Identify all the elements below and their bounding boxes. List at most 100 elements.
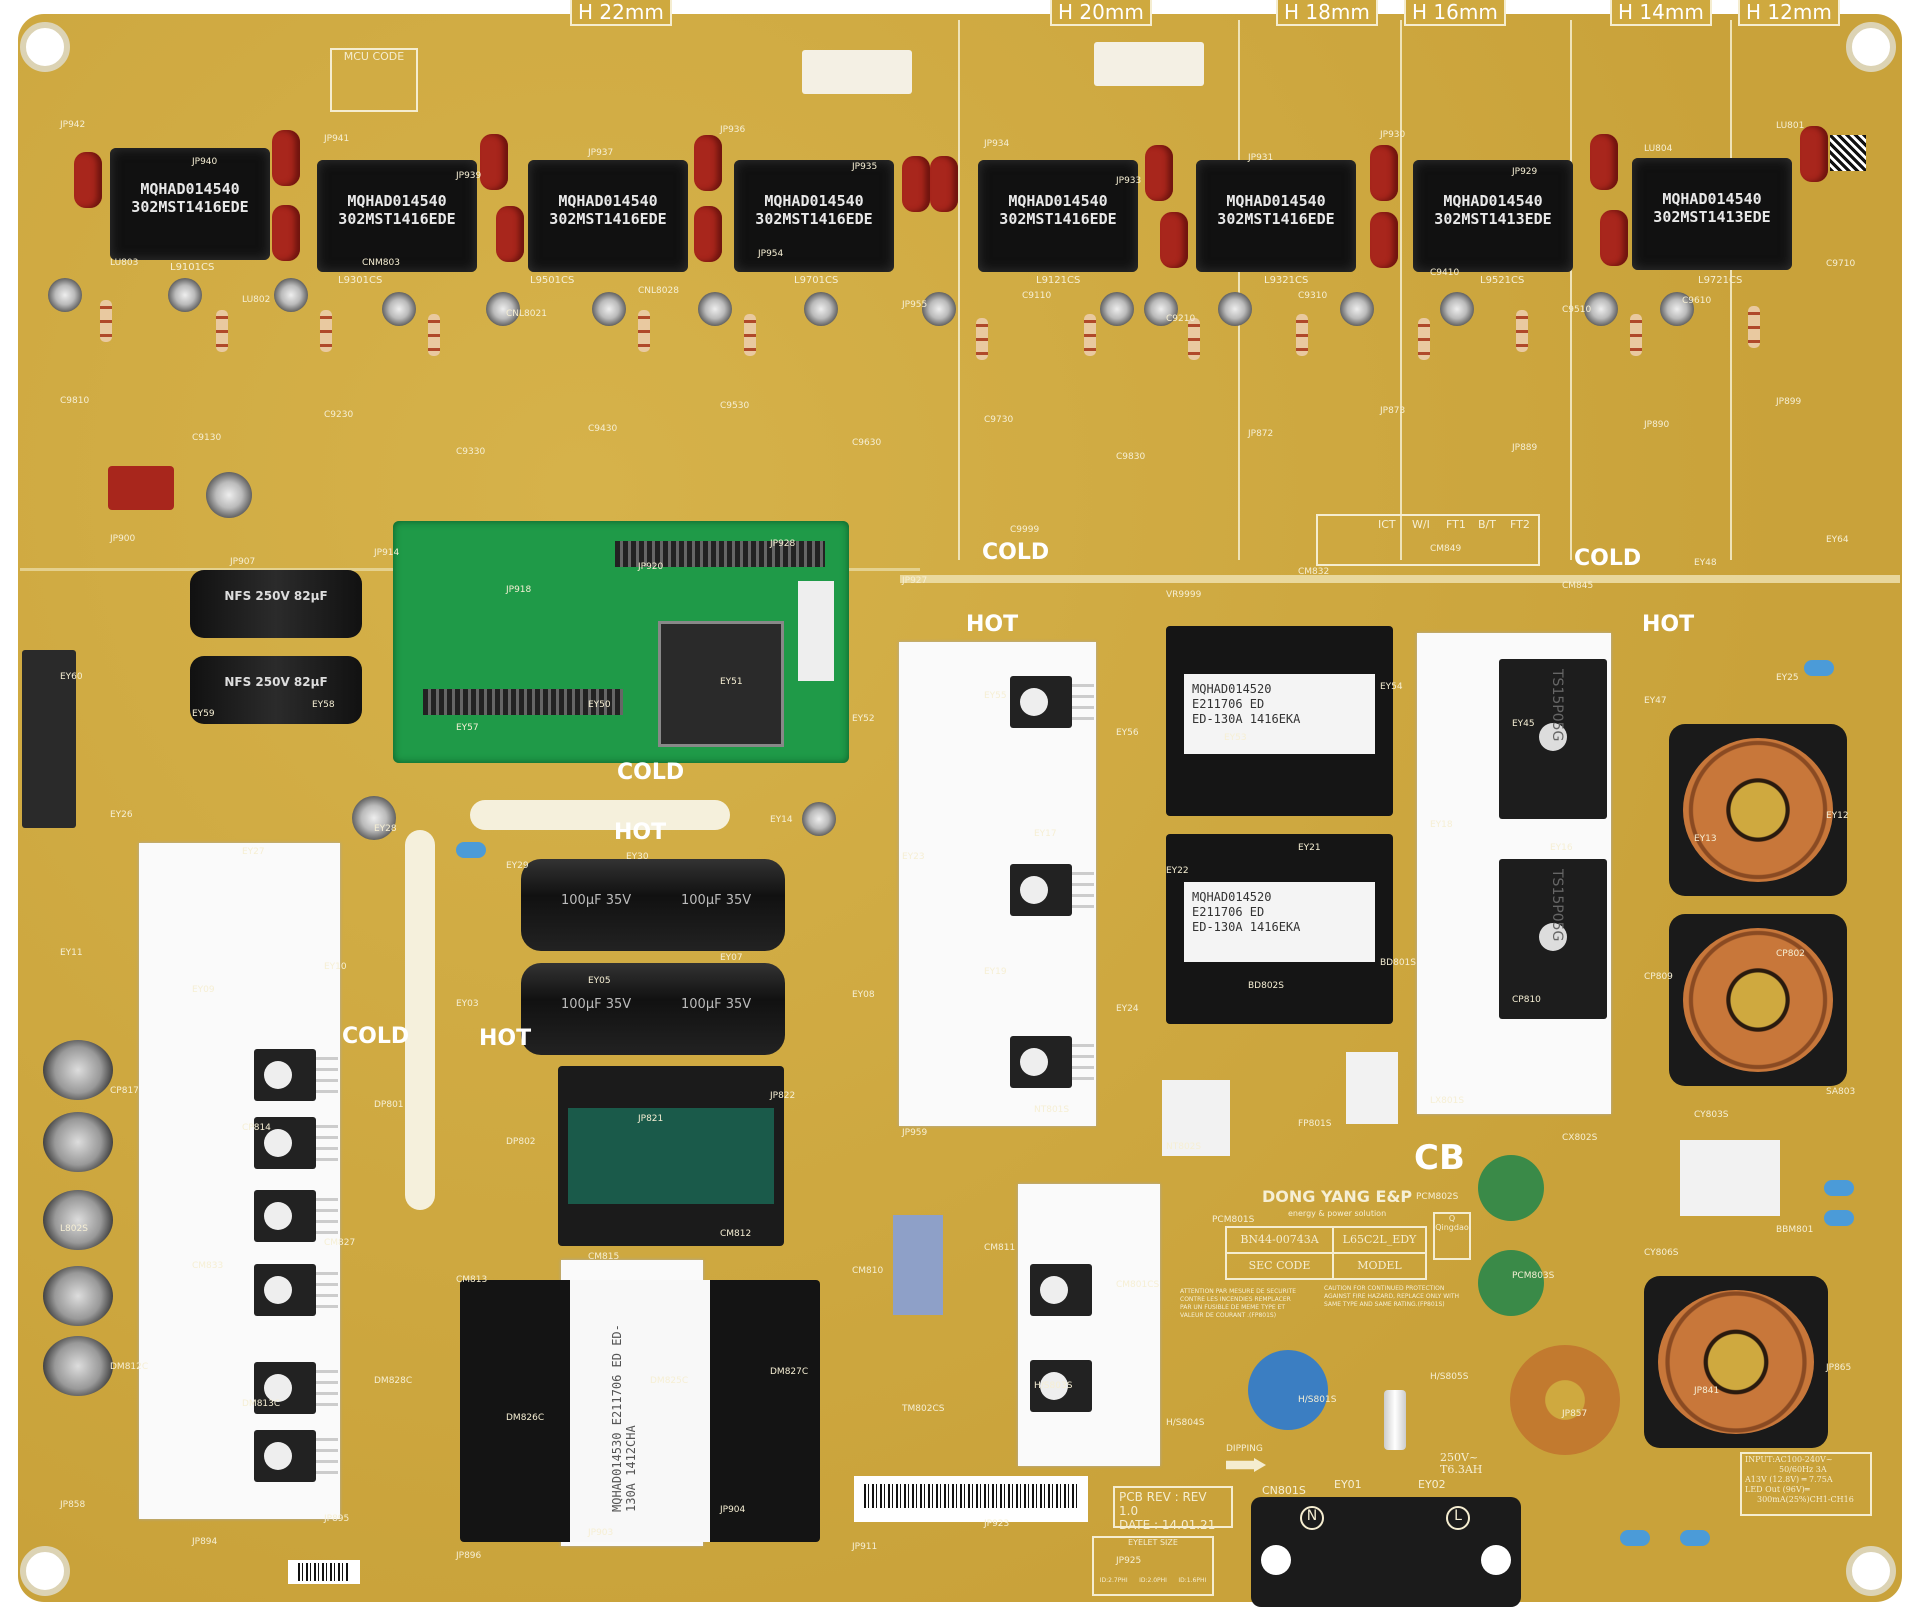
ref-label: JP920 — [638, 562, 664, 572]
ref-label: EY59 — [192, 709, 215, 719]
resistor — [216, 310, 228, 352]
neutral-mark: N — [1300, 1506, 1324, 1530]
mounting-hole — [20, 1546, 70, 1596]
electrolytic-capacitor — [802, 802, 836, 836]
electrolytic-capacitor — [1660, 292, 1694, 326]
ref-label: L9701CS — [794, 275, 839, 286]
model-value: L65C2L_EDY — [1334, 1228, 1425, 1254]
ref-label: JP937 — [588, 148, 614, 158]
ref-label: EY05 — [588, 976, 611, 986]
divider — [958, 20, 960, 560]
ref-label: SA803 — [1826, 1087, 1856, 1097]
ref-label: FP801S — [1298, 1119, 1332, 1129]
ref-label: C9630 — [852, 438, 882, 448]
ref-label: JP900 — [110, 534, 136, 544]
y-capacitor — [456, 842, 486, 858]
sec-code-label: SEC CODE — [1227, 1254, 1334, 1278]
ref-label: L9501CS — [530, 275, 575, 286]
ref-label: JP841 — [1694, 1386, 1720, 1396]
ref-label: EY50 — [588, 700, 611, 710]
height-mark: H 20mm — [1050, 0, 1152, 26]
ref-label: CP810 — [1512, 995, 1541, 1005]
mcu-code-box: MCU CODE — [330, 48, 418, 112]
connector-cnl8021 — [802, 50, 912, 94]
ref-label: JP903 — [588, 1528, 614, 1538]
ref-label: EY60 — [60, 672, 83, 682]
ref-label: JP822 — [770, 1091, 796, 1101]
ref-label: JP858 — [60, 1500, 86, 1510]
ref-label: EY12 — [1826, 811, 1849, 821]
ref-label: EY28 — [374, 824, 397, 834]
transistor — [254, 1117, 338, 1169]
controller-ic — [658, 621, 784, 747]
transistor — [254, 1264, 338, 1316]
resistor — [1630, 314, 1642, 356]
height-mark: H 16mm — [1404, 0, 1506, 26]
resistor — [1188, 318, 1200, 360]
transistor — [1010, 1036, 1094, 1088]
ref-label: EY47 — [1644, 696, 1667, 706]
fuse — [1384, 1390, 1406, 1450]
capacitor-82uf: NFS 250V 82µF — [190, 656, 362, 724]
ref-label: C9210 — [1166, 314, 1196, 324]
transistor — [254, 1362, 338, 1414]
isolation-slot — [900, 575, 1900, 583]
film-capacitor — [694, 135, 722, 191]
height-mark: H 12mm — [1738, 0, 1840, 26]
film-capacitor — [480, 134, 508, 190]
electrolytic-capacitor — [43, 1336, 113, 1396]
ref-label: H/S805S — [1430, 1372, 1469, 1382]
electrolytic-capacitor — [698, 292, 732, 326]
manufacturer-brand: DONG YANG E&P — [1262, 1187, 1413, 1206]
ref-label: C9310 — [1298, 291, 1328, 301]
ref-label: EY56 — [1116, 728, 1139, 738]
ref-label: CM832 — [1298, 567, 1330, 577]
film-capacitor — [496, 206, 524, 262]
electrolytic-capacitor — [274, 278, 308, 312]
ref-label: EY24 — [1116, 1004, 1139, 1014]
cb-mark: CB — [1414, 1138, 1465, 1178]
ref-label: CM827 — [324, 1238, 356, 1248]
ref-label: CP809 — [1644, 972, 1673, 982]
ref-label: C9710 — [1826, 259, 1856, 269]
electrolytic-capacitor — [922, 292, 956, 326]
ref-label: JP873 — [1380, 406, 1406, 416]
ref-label: EY57 — [456, 723, 479, 733]
electrolytic-capacitor — [1100, 292, 1134, 326]
y-capacitor — [1824, 1210, 1854, 1226]
ref-label: H/S804S — [1166, 1418, 1205, 1428]
sec-code-value: BN44-00743A — [1227, 1228, 1334, 1254]
ref-label: PCM802S — [1416, 1192, 1459, 1202]
electrolytic-capacitor — [43, 1040, 113, 1100]
transistor — [1010, 676, 1094, 728]
ref-label: EY09 — [192, 985, 215, 995]
ref-label: H/S801S — [1298, 1395, 1337, 1405]
ref-label: CP817 — [110, 1086, 139, 1096]
ref-label: PCM803S — [1512, 1271, 1555, 1281]
ref-label: CM833 — [192, 1261, 224, 1271]
electrolytic-capacitor — [592, 292, 626, 326]
resistor — [100, 300, 112, 342]
ref-label: L9121CS — [1036, 275, 1081, 286]
ref-label: C9230 — [324, 410, 354, 420]
resistor-block — [1162, 1080, 1230, 1156]
ref-label: EY22 — [1166, 866, 1189, 876]
ref-label: JP918 — [506, 585, 532, 595]
transistor — [254, 1049, 338, 1101]
ref-label: JP923 — [984, 1519, 1010, 1529]
film-capacitor — [272, 205, 300, 261]
qr-code — [1830, 135, 1866, 171]
transistor — [1030, 1264, 1092, 1316]
ref-label: H/S803S — [1034, 1381, 1073, 1391]
caution-notice: CAUTION FOR CONTINUED PROTECTION AGAINST… — [1324, 1285, 1460, 1308]
resistor — [1748, 306, 1760, 348]
bridge-rectifier: TS15P05G — [1499, 659, 1607, 819]
ref-label: JP933 — [1116, 176, 1142, 186]
control-daughterboard — [393, 521, 849, 763]
barcode-label — [854, 1476, 1088, 1522]
